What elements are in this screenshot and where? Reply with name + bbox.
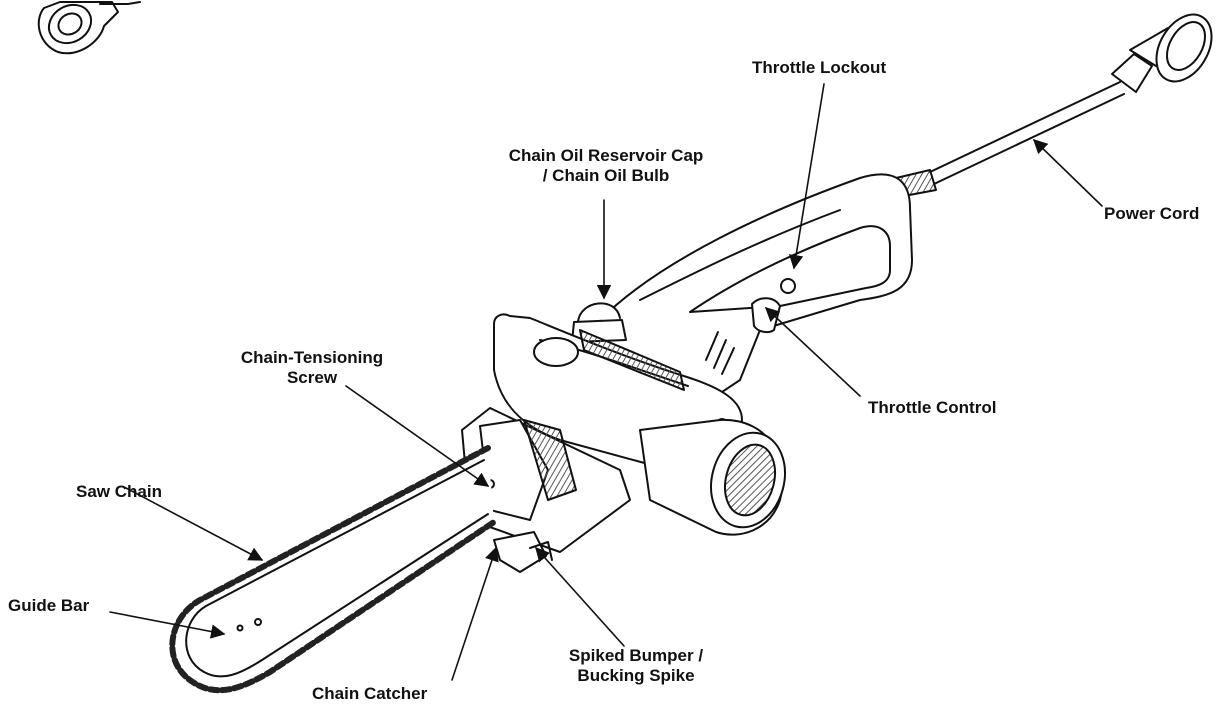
label-throttle-lockout: Throttle Lockout [752,58,887,77]
label-chain-oil-cap-line1: Chain Oil Reservoir Cap [508,146,704,165]
guide-bar-illustration [169,445,497,694]
label-chain-tensioning-screw: Chain-Tensioning Screw [226,348,398,388]
label-throttle-control: Throttle Control [868,398,997,417]
label-saw-chain: Saw Chain [76,482,162,501]
saw-body-illustration [461,173,913,573]
label-chain-tensioning-line2: Screw [286,368,338,387]
power-cord-illustration [895,13,1213,197]
label-spiked-bumper-line2: Bucking Spike [577,666,695,685]
label-guide-bar: Guide Bar [8,596,90,615]
label-chain-oil-cap: Chain Oil Reservoir Cap / Chain Oil Bulb [486,146,726,186]
label-spiked-bumper-line1: Spiked Bumper / [568,646,704,665]
label-chain-tensioning-line1: Chain-Tensioning [240,348,384,367]
label-spiked-bumper: Spiked Bumper / Bucking Spike [556,646,716,686]
callout-arrows [109,83,1103,681]
label-power-cord: Power Cord [1104,204,1200,223]
plug-end-illustration [37,1,141,55]
label-chain-oil-cap-line2: / Chain Oil Bulb [542,166,670,185]
label-chain-catcher: Chain Catcher [312,684,428,703]
